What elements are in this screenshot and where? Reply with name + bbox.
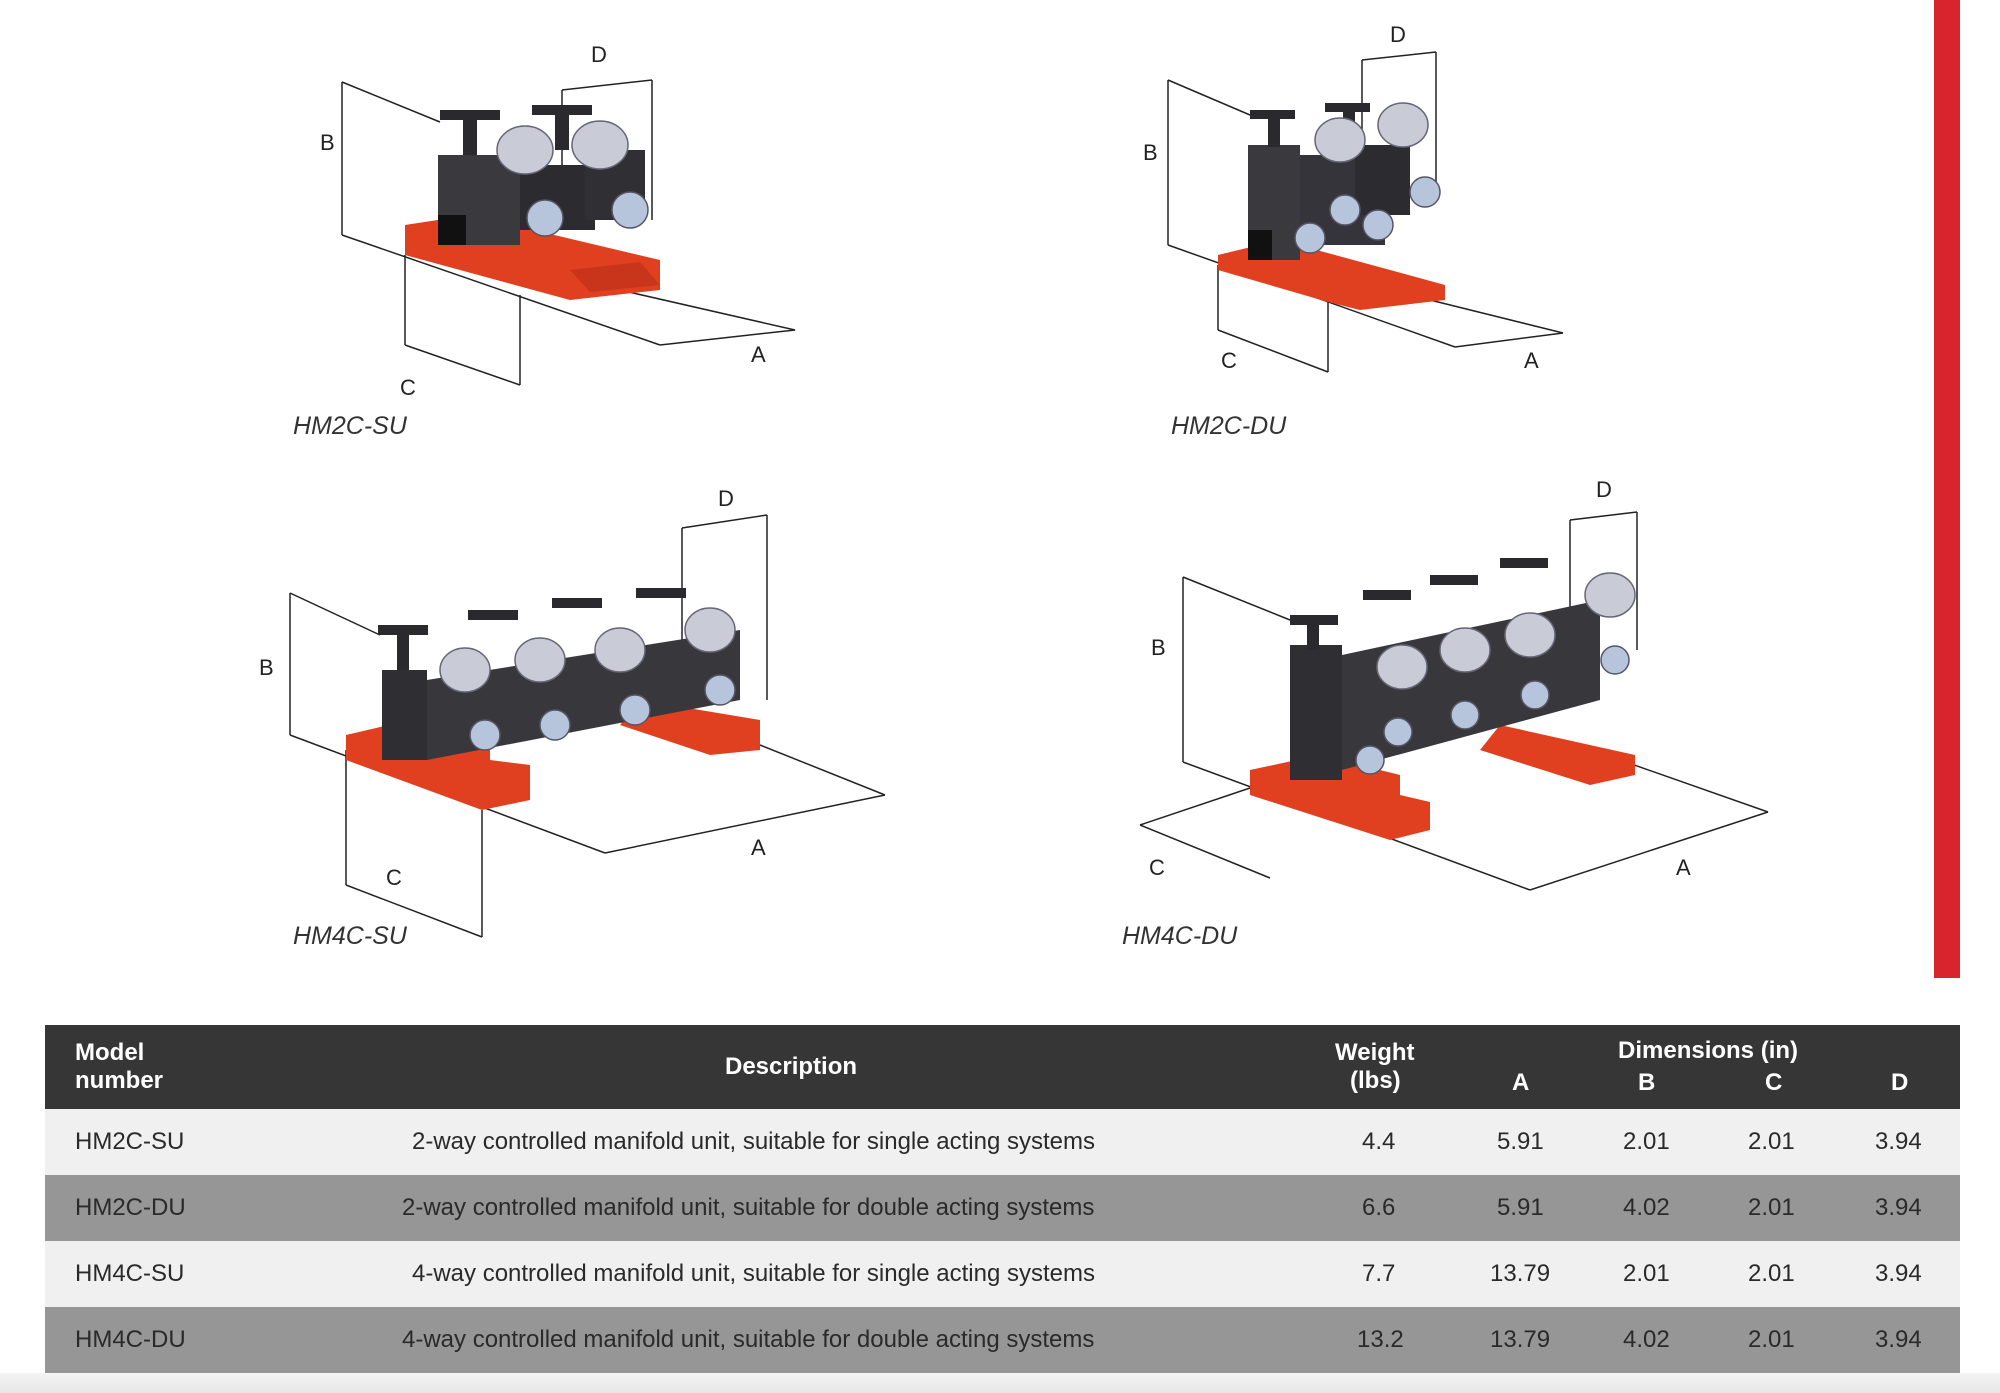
table-row: HM4C-DU 4-way controlled manifold unit, … xyxy=(45,1307,1960,1373)
cell-weight: 6.6 xyxy=(1362,1194,1396,1221)
cell-model: HM2C-DU xyxy=(75,1194,186,1221)
header-model-line2: number xyxy=(75,1067,164,1094)
header-dimensions: Dimensions (in) xyxy=(1618,1037,1799,1064)
cell-dim-b: 2.01 xyxy=(1623,1128,1670,1155)
cell-dim-a: 5.91 xyxy=(1497,1194,1544,1221)
cell-model: HM4C-SU xyxy=(75,1260,185,1287)
cell-dim-a: 5.91 xyxy=(1497,1128,1544,1155)
dimension-label-b: B xyxy=(1151,635,1166,660)
header-weight-line1: Weight xyxy=(1335,1039,1415,1066)
dimension-label-b: B xyxy=(1143,140,1158,165)
dimension-label-d: D xyxy=(591,42,607,67)
cell-dim-b: 4.02 xyxy=(1623,1194,1670,1221)
diagram-hm2c-du: B D C A HM2C-DU xyxy=(1100,0,1800,460)
cell-model: HM4C-DU xyxy=(75,1326,186,1353)
manifold-illustration xyxy=(1139,511,1769,891)
header-weight-line2: (lbs) xyxy=(1350,1067,1401,1094)
diagram-caption: HM2C-DU xyxy=(1171,412,1287,440)
diagram-caption: HM4C-DU xyxy=(1122,922,1238,950)
dimension-label-a: A xyxy=(1524,348,1539,373)
cell-dim-d: 3.94 xyxy=(1875,1194,1922,1221)
cell-weight: 7.7 xyxy=(1362,1260,1396,1287)
table-row: HM4C-SU 4-way controlled manifold unit, … xyxy=(45,1241,1960,1307)
diagram-hm2c-su: B D C A HM2C-SU xyxy=(0,0,900,460)
header-dim-d: D xyxy=(1891,1069,1909,1096)
dimension-label-c: C xyxy=(1221,348,1237,373)
cell-dim-c: 2.01 xyxy=(1748,1326,1795,1353)
cell-description: 2-way controlled manifold unit, suitable… xyxy=(402,1194,1095,1221)
dimension-label-c: C xyxy=(386,865,402,890)
cell-dim-d: 3.94 xyxy=(1875,1326,1922,1353)
cell-dim-c: 2.01 xyxy=(1748,1260,1795,1287)
cell-description: 4-way controlled manifold unit, suitable… xyxy=(402,1326,1095,1353)
dimension-label-a: A xyxy=(1676,855,1691,880)
dimension-label-d: D xyxy=(1390,22,1406,47)
manifold-illustration xyxy=(289,514,886,938)
dimension-label-c: C xyxy=(400,375,416,400)
diagram-hm4c-su: B D C A HM4C-SU xyxy=(200,470,920,970)
cell-dim-b: 2.01 xyxy=(1623,1260,1670,1287)
dimension-label-b: B xyxy=(320,130,335,155)
table-row: HM2C-SU 2-way controlled manifold unit, … xyxy=(45,1109,1960,1175)
header-dim-b: B xyxy=(1638,1069,1656,1096)
table-header: Model number Description Weight (lbs) Di… xyxy=(45,1025,1960,1109)
accent-bar xyxy=(1934,0,1960,978)
header-dim-a: A xyxy=(1512,1069,1530,1096)
cell-model: HM2C-SU xyxy=(75,1128,185,1155)
cell-weight: 4.4 xyxy=(1362,1128,1396,1155)
header-dim-c: C xyxy=(1765,1069,1783,1096)
table-row: HM2C-DU 2-way controlled manifold unit, … xyxy=(45,1175,1960,1241)
specification-table: Model number Description Weight (lbs) Di… xyxy=(45,1025,1960,1373)
manifold-illustration xyxy=(1167,51,1564,373)
cell-dim-c: 2.01 xyxy=(1748,1194,1795,1221)
cell-dim-c: 2.01 xyxy=(1748,1128,1795,1155)
dimension-label-a: A xyxy=(751,342,766,367)
diagram-caption: HM4C-SU xyxy=(293,922,407,950)
diagram-hm4c-du: B D C A HM4C-DU xyxy=(1100,470,1800,970)
header-model-line1: Model xyxy=(75,1039,145,1066)
cell-dim-a: 13.79 xyxy=(1490,1260,1551,1287)
dimension-label-c: C xyxy=(1149,855,1165,880)
cell-dim-b: 4.02 xyxy=(1623,1326,1670,1353)
dimension-label-b: B xyxy=(259,655,274,680)
page-bottom-edge xyxy=(0,1373,2000,1393)
cell-dim-d: 3.94 xyxy=(1875,1128,1922,1155)
manifold-illustration xyxy=(341,79,796,386)
cell-weight: 13.2 xyxy=(1357,1326,1404,1353)
cell-description: 4-way controlled manifold unit, suitable… xyxy=(412,1260,1095,1287)
diagram-caption: HM2C-SU xyxy=(293,412,407,440)
header-description: Description xyxy=(725,1053,858,1080)
cell-dim-a: 13.79 xyxy=(1490,1326,1551,1353)
dimension-label-d: D xyxy=(718,486,734,511)
cell-dim-d: 3.94 xyxy=(1875,1260,1922,1287)
dimension-label-d: D xyxy=(1596,477,1612,502)
dimension-label-a: A xyxy=(751,835,766,860)
cell-description: 2-way controlled manifold unit, suitable… xyxy=(412,1128,1095,1155)
